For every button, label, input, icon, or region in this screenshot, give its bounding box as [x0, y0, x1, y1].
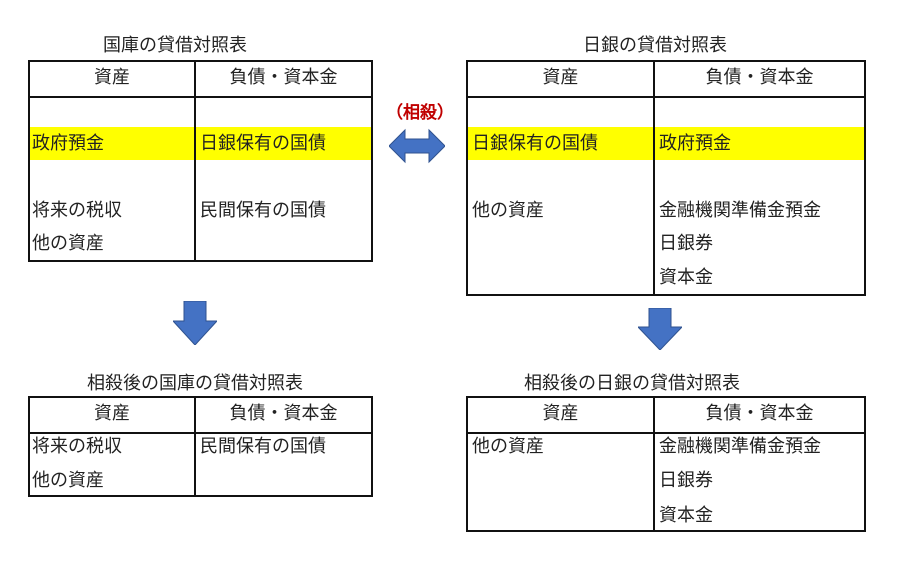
highlight-row [468, 127, 864, 160]
header-assets: 資産 [542, 403, 579, 424]
asset-item: 日銀保有の国債 [472, 133, 598, 154]
header-assets: 資産 [94, 403, 130, 424]
asset-item: 将来の税収 [32, 200, 122, 221]
asset-item: 将来の税収 [32, 436, 122, 457]
column-divider [653, 398, 655, 530]
highlight-row [30, 127, 371, 160]
table-header [30, 62, 371, 98]
liability-item: 資本金 [659, 505, 713, 526]
asset-item: 他の資産 [472, 436, 544, 457]
asset-item: 他の資産 [472, 200, 544, 221]
column-divider [653, 62, 655, 294]
header-liabilities: 負債・資本金 [229, 67, 338, 88]
asset-item: 政府預金 [32, 133, 104, 154]
liability-item: 日銀券 [659, 233, 713, 254]
treasury-after-balance-sheet: 資産 負債・資本金 将来の税収 他の資産 民間保有の国債 [28, 396, 373, 497]
column-divider [194, 62, 196, 260]
table-header [468, 62, 864, 98]
asset-item: 他の資産 [32, 233, 104, 254]
header-assets: 資産 [94, 67, 130, 88]
header-liabilities: 負債・資本金 [705, 403, 814, 424]
liability-item: 金融機関準備金預金 [659, 200, 821, 221]
liability-item: 民間保有の国債 [200, 200, 326, 221]
liability-item: 日銀券 [659, 470, 713, 491]
header-assets: 資産 [542, 67, 579, 88]
header-liabilities: 負債・資本金 [705, 67, 814, 88]
column-divider [194, 398, 196, 495]
liability-item: 日銀保有の国債 [200, 133, 326, 154]
boj-after-title: 相殺後の日銀の貸借対照表 [524, 373, 740, 394]
table-header [468, 398, 864, 434]
boj-after-balance-sheet: 資産 負債・資本金 他の資産 金融機関準備金預金 日銀券 資本金 [466, 396, 866, 532]
down-arrow-icon [173, 301, 217, 345]
boj-title: 日銀の貸借対照表 [583, 35, 727, 56]
double-arrow-icon [389, 128, 445, 164]
table-header [30, 398, 371, 434]
down-arrow-icon [638, 308, 682, 350]
liability-item: 資本金 [659, 267, 713, 288]
liability-item: 民間保有の国債 [200, 436, 326, 457]
treasury-balance-sheet: 資産 負債・資本金 政府預金 将来の税収 他の資産 日銀保有の国債 民間保有の国… [28, 60, 373, 262]
treasury-after-title: 相殺後の国庫の貸借対照表 [87, 373, 303, 394]
liability-item: 金融機関準備金預金 [659, 436, 821, 457]
header-liabilities: 負債・資本金 [229, 403, 338, 424]
boj-balance-sheet: 資産 負債・資本金 日銀保有の国債 他の資産 政府預金 金融機関準備金預金 日銀… [466, 60, 866, 296]
liability-item: 政府預金 [659, 133, 731, 154]
asset-item: 他の資産 [32, 470, 104, 491]
offset-label: （相殺） [386, 103, 454, 123]
treasury-title: 国庫の貸借対照表 [103, 35, 247, 56]
